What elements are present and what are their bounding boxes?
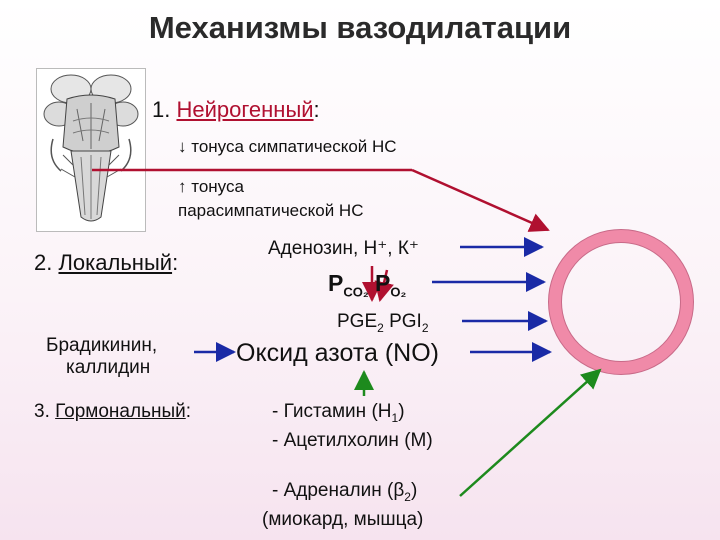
hormonal-colon: : (185, 401, 192, 422)
hormonal-heading: 3. Гормональный: (34, 401, 191, 423)
po2-p: P (375, 270, 391, 296)
bradykinin-line1: Брадикинин, (46, 335, 158, 356)
vessel-ring-inner-outline (561, 242, 681, 362)
adrenaline-arrow (459, 368, 602, 497)
neurogenic-heading: 1. Нейрогенный: (152, 97, 320, 123)
pge-main: PGE (337, 311, 378, 332)
adrenaline-note: (миокард, мышца) (262, 509, 424, 530)
adrenaline-end: ) (410, 480, 418, 501)
vessel-ring-outline (548, 229, 694, 375)
histamine-end: ) (398, 401, 405, 422)
pco2-sub: CO₂ (343, 284, 369, 300)
hormonal-label: Гормональный (55, 401, 186, 422)
adrenaline-sub: 2 (404, 489, 411, 504)
vessel-ring (548, 229, 694, 375)
acetylcholine-text: - Ацетилхолин (М) (272, 430, 433, 451)
po2-sub: O₂ (390, 284, 407, 300)
neurogenic-number: 1. (152, 97, 171, 122)
local-heading: 2. Локальный: (34, 250, 178, 276)
hormonal-number: 3. (34, 401, 50, 422)
pgi-main: PGI (389, 311, 422, 332)
brainstem-image (36, 68, 146, 232)
bradykinin-line2: каллидин (66, 357, 151, 378)
page-title: Механизмы вазодилатации (148, 10, 572, 45)
prostaglandins-text: PGE2 PGI2 (337, 311, 429, 335)
brainstem-icon (43, 74, 139, 222)
parasympathetic-line2: парасимпатической НС (178, 201, 364, 220)
adenosine-text: Аденозин, Н⁺, К⁺ (268, 238, 419, 259)
histamine-main: - Гистамин (Н (272, 401, 392, 422)
histamine-text: - Гистамин (Н1) (272, 401, 405, 425)
neurogenic-arrow-diagonal (411, 168, 550, 232)
neurogenic-colon: : (313, 97, 320, 122)
po2-down-arrow (374, 269, 394, 302)
histamine-sub: 1 (391, 410, 399, 425)
nitric-oxide-text: Оксид азота (NO) (236, 339, 439, 367)
adrenaline-text: - Адреналин (β2) (272, 480, 417, 504)
local-colon: : (172, 250, 179, 275)
pco2-p: P (328, 270, 344, 296)
local-label: Локальный (58, 250, 173, 275)
neurogenic-label: Нейрогенный (176, 97, 314, 122)
adrenaline-main: - Адреналин (β (272, 480, 405, 501)
parasympathetic-line1: ↑ тонуса (178, 177, 244, 196)
sympathetic-text: ↓ тонуса симпатической НС (178, 137, 397, 156)
local-number: 2. (34, 250, 53, 275)
pgi-sub: 2 (421, 320, 429, 335)
pge-sub: 2 (377, 320, 384, 335)
blood-gases-text: PCO₂ PO₂ (328, 270, 406, 300)
